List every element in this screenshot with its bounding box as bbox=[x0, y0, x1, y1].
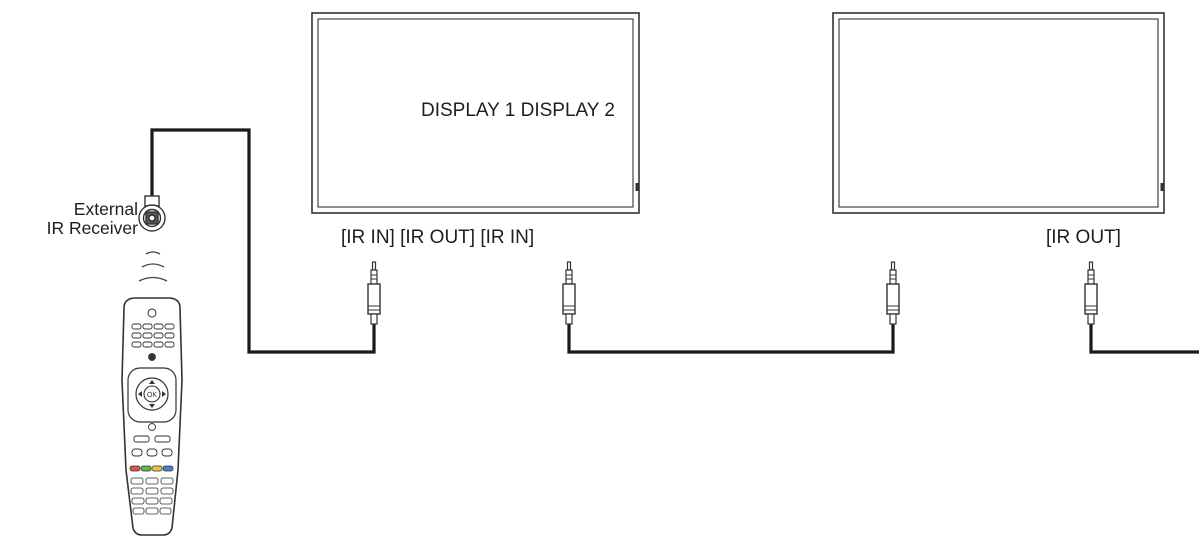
jack-plug-ir-in-1 bbox=[367, 261, 381, 325]
remote-control: OK bbox=[121, 297, 183, 536]
external-ir-receiver-label-line1: External bbox=[73, 199, 138, 219]
cable-receiver-to-ir-in bbox=[150, 128, 376, 354]
jack-plug-ir-out-1 bbox=[562, 261, 576, 325]
display-2 bbox=[832, 12, 1165, 214]
displays-label: DISPLAY 1 DISPLAY 2 bbox=[421, 100, 615, 121]
cable-display1-to-display2 bbox=[567, 322, 895, 354]
ir-signal-waves-icon bbox=[138, 251, 168, 282]
cable-display2-out bbox=[1089, 322, 1199, 354]
jack-plug-ir-out-2 bbox=[1084, 261, 1098, 325]
ir-ports-label: [IR IN] [IR OUT] [IR IN] bbox=[341, 227, 535, 248]
jack-plug-ir-in-2 bbox=[886, 261, 900, 325]
remote-ok-label: OK bbox=[147, 392, 157, 399]
ir-cables bbox=[150, 128, 1199, 354]
ir-out-label: [IR OUT] bbox=[1046, 227, 1121, 248]
external-ir-receiver-label-line2: IR Receiver bbox=[46, 218, 138, 238]
external-ir-receiver bbox=[138, 195, 166, 232]
display-1 bbox=[311, 12, 640, 214]
external-ir-receiver-label: External IR Receiver bbox=[26, 200, 138, 238]
